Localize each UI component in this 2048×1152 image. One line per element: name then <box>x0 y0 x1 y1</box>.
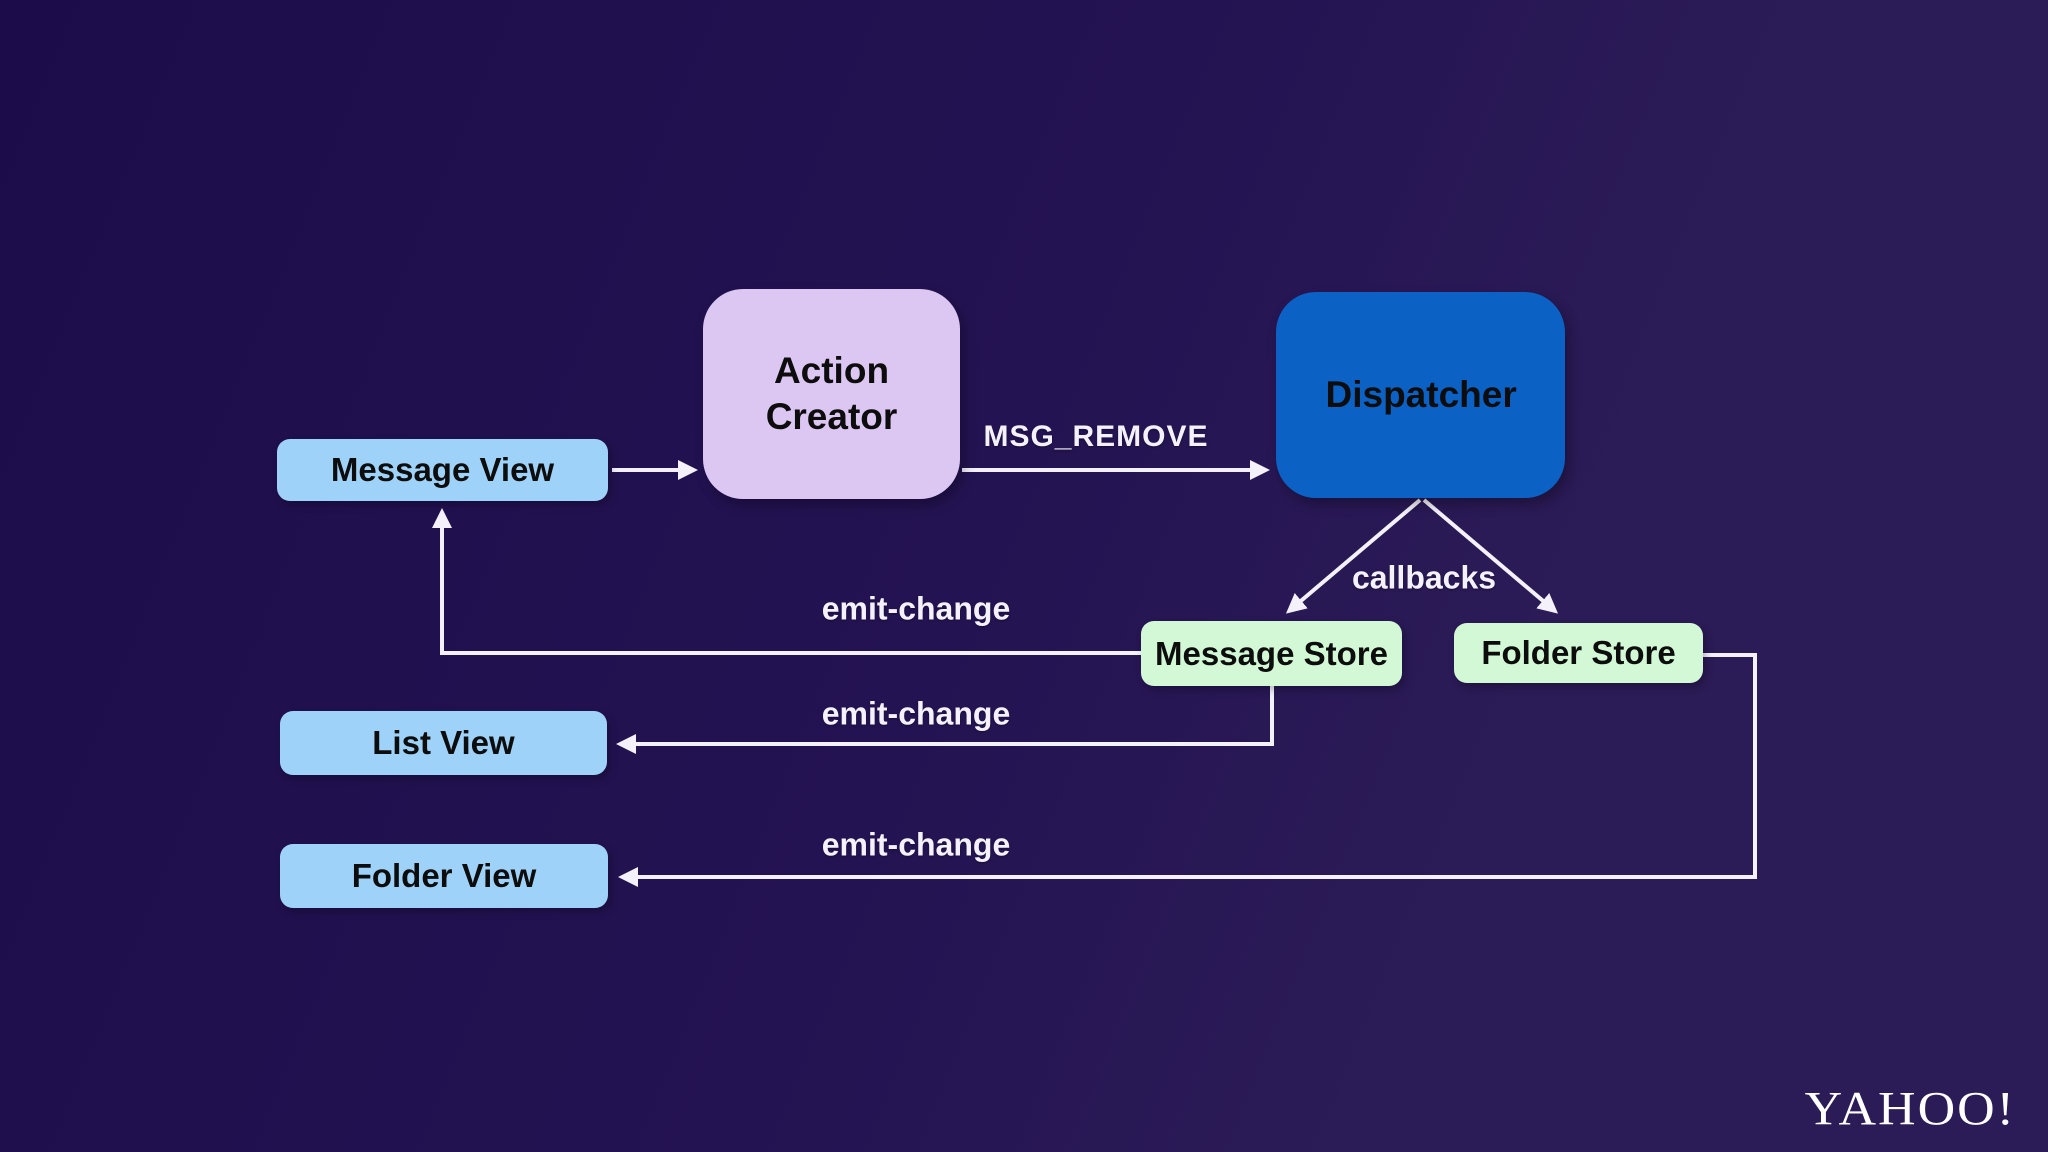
diagram-node-action-creator: Action Creator <box>703 289 960 499</box>
diagram-node-list-view: List View <box>280 711 607 775</box>
edge-label-emit-change-folder-view: emit-change <box>821 826 1011 863</box>
diagram-node-message-view: Message View <box>277 439 608 501</box>
diagram-node-dispatcher: Dispatcher <box>1276 292 1565 498</box>
edge-label-emit-change-message-view: emit-change <box>821 590 1011 627</box>
diagram-node-folder-store: Folder Store <box>1454 623 1703 683</box>
arrow-dispatcher-to-folderstore <box>1422 498 1559 614</box>
dispatcher-label: Dispatcher <box>1325 373 1517 415</box>
diagram-node-message-store: Message Store <box>1141 621 1402 686</box>
message-store-label: Message Store <box>1155 634 1388 672</box>
arrow-messagestore-to-messageview <box>432 508 1141 655</box>
list-view-label: List View <box>372 724 515 761</box>
edge-label-msg-remove: MSG_REMOVE <box>983 420 1209 453</box>
folder-view-label: Folder View <box>351 857 537 894</box>
folder-store-label: Folder Store <box>1481 634 1676 671</box>
action-creator-label: Action Creator <box>765 349 898 437</box>
edge-label-emit-change-list-view: emit-change <box>821 695 1011 732</box>
arrow-folderstore-to-folderview <box>618 653 1757 887</box>
arrow-dispatcher-to-messagestore <box>1285 498 1422 614</box>
message-view-label: Message View <box>330 451 555 488</box>
diagram-node-folder-view: Folder View <box>280 844 608 908</box>
yahoo-logo: YAHOO! <box>1804 1083 2016 1136</box>
arrow-messagestore-to-listview <box>616 686 1274 754</box>
edge-label-callbacks: callbacks <box>1351 559 1497 596</box>
